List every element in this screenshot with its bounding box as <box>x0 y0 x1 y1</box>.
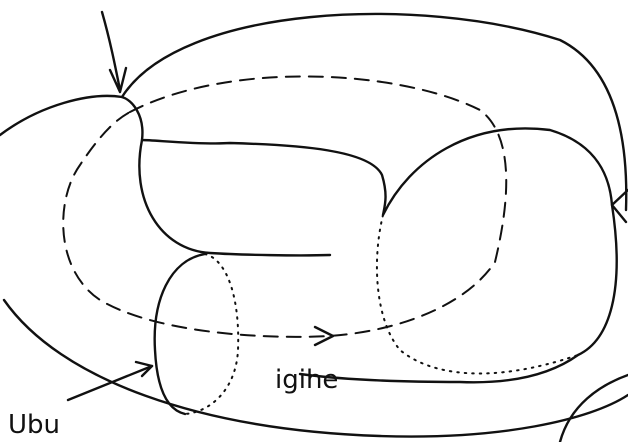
torus-outer-right-contour <box>120 12 628 212</box>
ubu-pointer-line <box>66 364 154 402</box>
ubu-pointer-head <box>134 360 154 378</box>
hidden-time-loop <box>62 75 508 338</box>
torus-outer-upper-contour <box>0 94 124 137</box>
tube-cross-section-back <box>184 253 240 415</box>
top-arrow-head <box>108 66 128 94</box>
inner-pinched-loop <box>120 95 618 384</box>
top-arrow-shaft <box>100 10 122 92</box>
tube-cross-section-front <box>153 252 207 416</box>
time-label: igihe <box>275 365 338 395</box>
time-direction-arrowhead <box>313 325 335 347</box>
hidden-dotted-section <box>375 214 579 375</box>
right-arrow-head <box>610 188 628 224</box>
corner-arc <box>558 373 628 442</box>
present-label: Ubu <box>8 410 60 440</box>
inner-loop-left-wall <box>138 138 332 257</box>
